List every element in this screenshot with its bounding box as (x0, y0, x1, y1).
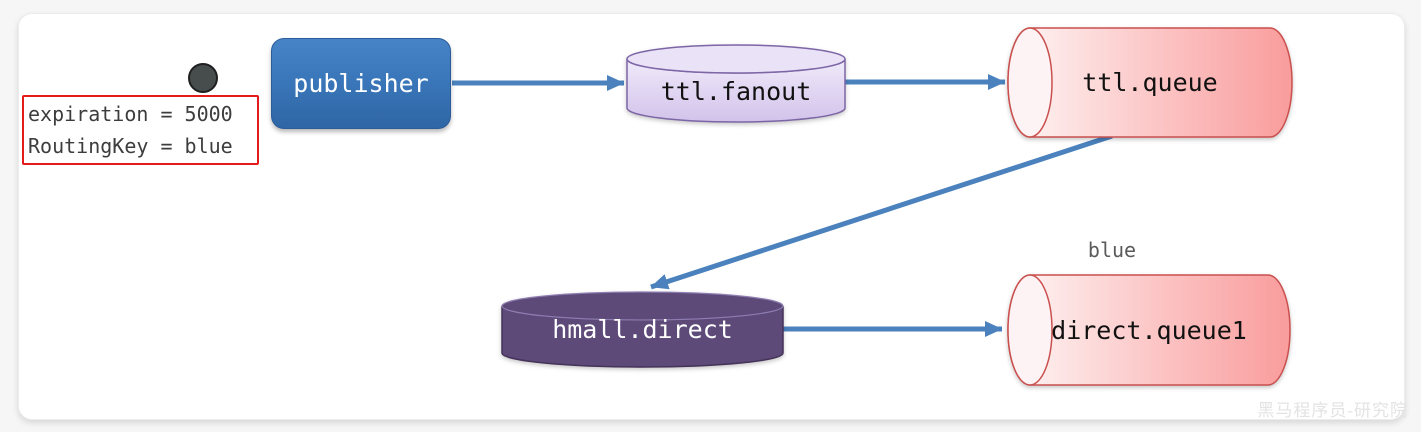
hmall-direct-exchange-shape (501, 291, 784, 368)
direct-queue1-label: direct.queue1 (1051, 315, 1247, 345)
ttl-queue-label: ttl.queue (1082, 68, 1218, 97)
publisher-label: publisher (293, 69, 429, 98)
fanout-cylinder-top (626, 44, 846, 74)
hmall-direct-cylinder-top (501, 291, 784, 321)
direct-queue1-endcap (1007, 274, 1053, 386)
fanout-exchange-shape (626, 44, 846, 123)
ttl-queue-endcap (1007, 27, 1053, 138)
hmall-direct-exchange-label: hmall.direct (552, 315, 733, 344)
message-dot (188, 63, 218, 93)
watermark-text: 黑马程序员-研究院 (1257, 401, 1408, 420)
direct-queue1-shape (1007, 274, 1291, 386)
routing-key-blue-label: blue (1087, 238, 1137, 262)
publisher-node: publisher (271, 38, 451, 129)
arrow-ttl-queue-to-hmall-direct (650, 133, 1113, 290)
routing-key-property: RoutingKey = blue (28, 134, 233, 158)
expiration-property: expiration = 5000 (28, 102, 233, 126)
ttl-queue-shape (1007, 27, 1293, 138)
message-props-box: expiration = 5000 RoutingKey = blue (22, 95, 259, 165)
fanout-exchange-label: ttl.fanout (660, 76, 812, 106)
